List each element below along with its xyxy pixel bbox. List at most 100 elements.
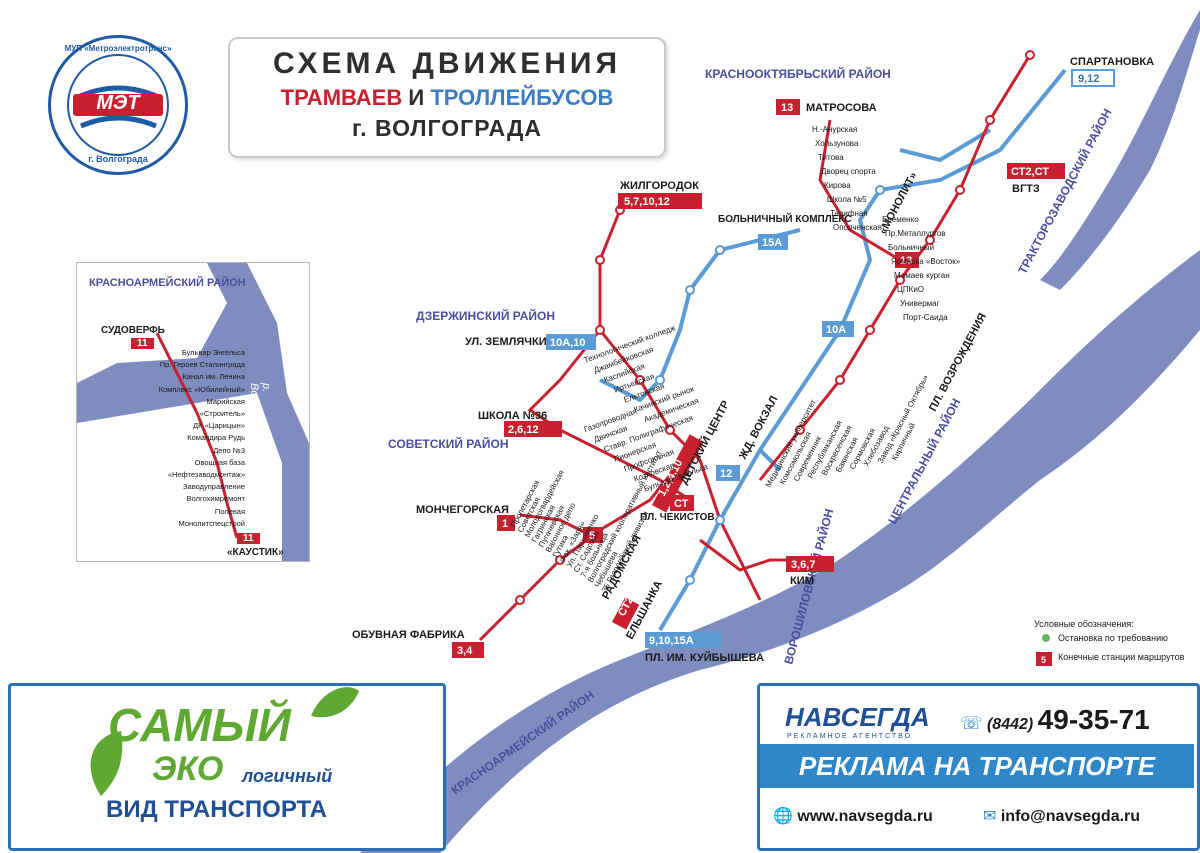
legend-terminal-sample: 5 <box>1041 655 1046 665</box>
district-krasnoarmeysky: КРАСНОАРМЕЙСКИЙ РАЙОН <box>448 687 597 797</box>
terminal-monolit-routes: 13 <box>900 255 912 267</box>
title-trolleys: ТРОЛЛЕЙБУСОВ <box>430 85 614 110</box>
ad-brand-sub: РЕКЛАМНОЕ АГЕНТСТВО <box>787 733 913 740</box>
stop-label: Еременко <box>882 215 919 224</box>
stop-labels-east: Медицинский университетКомсомольскаяСовр… <box>764 373 931 489</box>
terminal-bolnichny: БОЛЬНИЧНЫЙ КОМПЛЕКС <box>718 212 852 225</box>
terminal-monchegorskaya: МОНЧЕГОРСКАЯ <box>416 504 509 516</box>
legend-title: Условные обозначения: <box>1034 619 1134 629</box>
inset-stop: Бульвар Энгельса <box>181 348 245 357</box>
volga-river <box>360 250 1200 853</box>
terminal-spartanovka-routes: 9,12 <box>1078 73 1099 85</box>
inset-map-krasnoarmeysky: КРАСНОАРМЕЙСКИЙ РАЙОН СУДОВЕРФЬ 11 Бульв… <box>76 262 310 562</box>
district-sovetsky: СОВЕТСКИЙ РАЙОН <box>388 436 509 451</box>
ad-web-url[interactable]: www.navsegda.ru <box>797 808 933 825</box>
inset-stop: Комплекс «Юбилейный» <box>158 384 245 394</box>
terminal-zemlyachki: УЛ. ЗЕМЛЯЧКИ <box>465 336 547 348</box>
title-line3: г. ВОЛГОГРАДА <box>352 115 542 141</box>
inset-stop: Депо №3 <box>213 445 245 455</box>
terminal-kim-routes: 3,6,7 <box>791 559 815 571</box>
legend-terminal-stations: Конечные станции маршрутов <box>1058 652 1185 662</box>
terminal-obuvnaya: ОБУВНАЯ ФАБРИКА <box>352 629 465 641</box>
logo-ring-bottom: г. Волгограда <box>88 154 148 164</box>
stop-label: Универмаг <box>900 299 940 308</box>
ad-banner: РЕКЛАМА НА ТРАНСПОРТЕ <box>760 744 1194 788</box>
terminal-radomskaya-routes: 5 <box>589 530 595 542</box>
terminal-bolnichny-routes: 15А <box>762 237 782 249</box>
ad-phone-code: (8442) <box>986 716 1034 733</box>
stop-label: Тарифная <box>830 209 868 218</box>
title-line2: ТРАМВАЕВ И ТРОЛЛЕЙБУСОВ <box>230 85 664 111</box>
terminal-monolit: «МОНОЛИТ» <box>877 170 920 236</box>
terminal-matrosova-routes: 13 <box>781 102 793 114</box>
terminal-chekistov-routes: СТ <box>674 498 689 510</box>
legend-request-stop: Остановка по требованию <box>1058 633 1168 643</box>
inset-stop: Заводуправление <box>183 482 245 492</box>
terminal-chekistov: ПЛ. ЧЕКИСТОВ <box>640 512 715 523</box>
eco-line3: ВИД ТРАНСПОРТА <box>106 796 327 823</box>
terminal-vokzal-routes: 12 <box>720 468 732 480</box>
stop-label: Больничный <box>888 243 934 252</box>
inset-stop: Пр. Героев Сталинграда <box>159 360 245 370</box>
stop-label: Дворец спорта <box>821 167 876 176</box>
eco-line2b: логичный <box>242 766 333 786</box>
phone-icon: ☏ <box>960 713 983 733</box>
title-line1: СХЕМА ДВИЖЕНИЯ <box>272 47 622 80</box>
ad-email-address[interactable]: info@navsegda.ru <box>1000 808 1141 825</box>
stop-label: Хользунова <box>815 139 859 148</box>
terminal-kuibysheva-routes: 9,10,15А <box>649 635 694 647</box>
stop-label: Титова <box>818 153 844 162</box>
stop-label: Кирова <box>824 181 851 190</box>
inset-end-name: «КАУСТИК» <box>227 547 284 558</box>
stop-label: Пр.Металлургов <box>885 229 946 238</box>
terminal-zhilgorodok-routes: 5,7,10,12 <box>624 196 670 208</box>
eco-ad-panel <box>8 683 446 851</box>
ad-web[interactable]: 🌐 www.navsegda.ru <box>773 806 933 826</box>
inset-stop: Полевая <box>214 506 245 516</box>
stop-label: Ярмарка «Восток» <box>891 257 961 266</box>
inset-stop: Овощная база <box>194 457 245 467</box>
terminal-zemlyachki-routes: 10А,10 <box>550 337 585 349</box>
ad-phone-number: 49-35-71 <box>1037 704 1150 735</box>
ad-phone: ☏ (8442) 49-35-71 <box>960 704 1150 736</box>
inset-stop: Командира Рудь <box>187 433 245 443</box>
terminal-vozrozhdeniya-routes: 10А <box>826 324 846 336</box>
district-dzerzhinsky: ДЗЕРЖИНСКИЙ РАЙОН <box>416 308 555 323</box>
stop-label: Школа №5 <box>827 195 867 204</box>
stop-label: Порт-Саида <box>903 313 948 322</box>
logo-emblem <box>67 54 169 156</box>
leaf-icon <box>90 687 359 796</box>
terminal-vgtz: ВГТЗ <box>1012 183 1040 195</box>
inset-stop: «Нефтезаводмонтаж» <box>167 470 245 480</box>
inset-stop: Канал им. Ленина <box>182 372 245 382</box>
eco-line1: САМЫЙ <box>108 699 291 751</box>
inset-start-name: СУДОВЕРФЬ <box>101 325 165 336</box>
terminal-vozrozhdeniya: ПЛ. ВОЗРОЖДЕНИЯ <box>927 311 989 413</box>
inset-stop: Марийская <box>206 396 245 406</box>
title-panel: СХЕМА ДВИЖЕНИЯ ТРАМВАЕВ И ТРОЛЛЕЙБУСОВ г… <box>228 37 666 158</box>
terminal-kim: КИМ <box>790 575 814 587</box>
terminal-kuibysheva: ПЛ. ИМ. КУЙБЫШЕВА <box>645 651 764 664</box>
terminal-shkola36-routes: 2,6,12 <box>508 424 539 436</box>
globe-icon: 🌐 <box>773 808 793 825</box>
stop-dots <box>515 50 1035 605</box>
terminal-zhilgorodok: ЖИЛГОРОДОК <box>619 180 699 192</box>
volga-bank <box>1040 10 1200 290</box>
terminal-monchegorskaya-routes: 1 <box>502 518 508 530</box>
ad-email[interactable]: ✉ info@navsegda.ru <box>983 806 1140 826</box>
stop-label: Н.-Анурская <box>812 125 857 134</box>
terminal-obuvnaya-routes: 3,4 <box>457 645 473 657</box>
inset-river-label: р. Волга <box>248 383 272 414</box>
terminal-vgtz-routes: СТ2,СТ <box>1011 166 1049 178</box>
terminal-matrosova: МАТРОСОВА <box>806 102 877 114</box>
eco-line2: ЭКО <box>152 750 224 788</box>
stop-label: Ополченская <box>833 223 882 232</box>
mail-icon: ✉ <box>983 808 997 825</box>
stop-label: ЦПКиО <box>897 285 924 294</box>
met-logo: МЭТ МУП «Метроэлектротранс» г. Волгоград… <box>48 35 188 175</box>
inset-district: КРАСНОАРМЕЙСКИЙ РАЙОН <box>89 277 246 289</box>
inset-stop: Волгохимремонт <box>186 494 245 504</box>
